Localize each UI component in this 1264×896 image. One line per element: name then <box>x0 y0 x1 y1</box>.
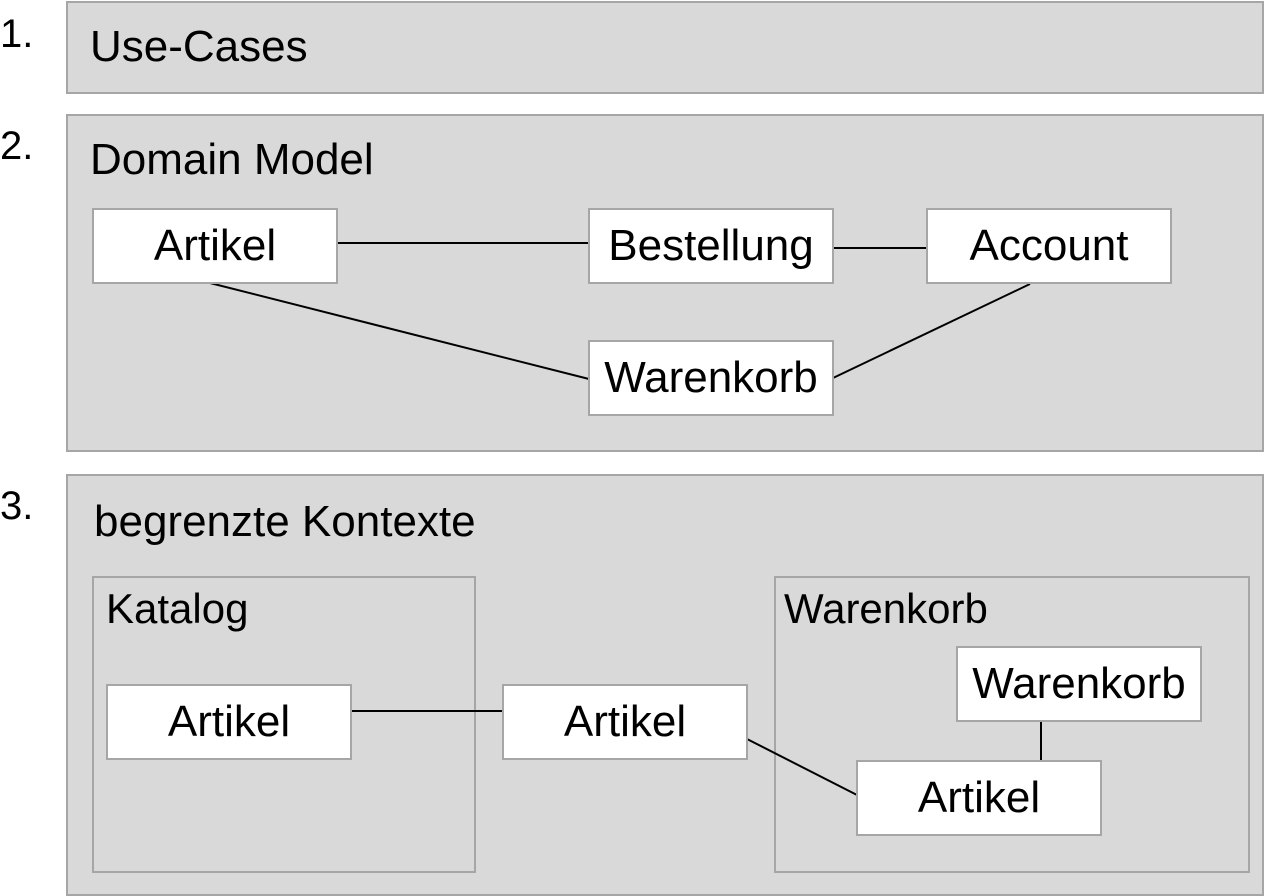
step-1-number: 1. <box>0 12 34 56</box>
step-3-number: 3. <box>0 484 34 528</box>
relation-account-warenkorb <box>832 283 1031 379</box>
use-cases-title: Use-Cases <box>90 22 308 71</box>
relation-artikel-warenkorb <box>209 282 590 380</box>
entity-warenkorb: Warenkorb <box>588 340 834 416</box>
entity-bestellung: Bestellung <box>588 208 834 284</box>
relation-shared-artikel-cart-artikel <box>746 738 858 796</box>
cart-entity-warenkorb: Warenkorb <box>956 646 1202 722</box>
katalog-entity-artikel: Artikel <box>106 684 352 760</box>
entity-account: Account <box>926 208 1172 284</box>
cart-entity-artikel: Artikel <box>856 760 1102 836</box>
step-2-number: 2. <box>0 124 34 168</box>
bounded-contexts-title: begrenzte Kontexte <box>94 497 476 546</box>
entity-artikel: Artikel <box>92 208 338 284</box>
use-cases-panel: Use-Cases <box>66 1 1264 94</box>
warenkorb-context-title: Warenkorb <box>784 585 988 632</box>
katalog-context-title: Katalog <box>106 585 249 632</box>
domain-model-title: Domain Model <box>90 135 374 184</box>
shared-entity-artikel: Artikel <box>502 684 748 760</box>
